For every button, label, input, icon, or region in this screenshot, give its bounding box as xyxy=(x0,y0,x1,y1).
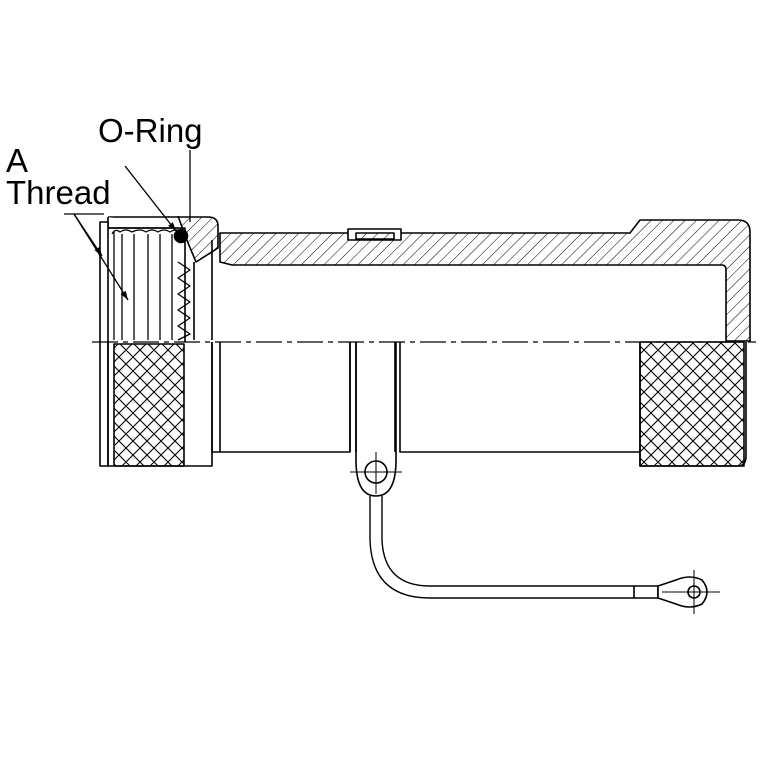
coupling-nut xyxy=(99,221,109,467)
o-ring xyxy=(173,228,189,244)
internal-thread xyxy=(177,261,191,341)
body-section xyxy=(219,219,751,342)
knurl-lines-top xyxy=(111,229,183,340)
coupling-nut-collar xyxy=(108,215,219,263)
cable-ferrule xyxy=(633,585,659,599)
body-lower xyxy=(211,342,221,453)
thread-label: Thread xyxy=(6,174,111,211)
a-label: A xyxy=(6,142,28,179)
o-ring-label: O-Ring xyxy=(98,112,203,149)
knurled-nut-right xyxy=(639,341,745,467)
knurled-nut-left xyxy=(113,343,185,467)
lanyard-cable xyxy=(369,496,634,599)
lanyard-strap xyxy=(355,342,397,497)
